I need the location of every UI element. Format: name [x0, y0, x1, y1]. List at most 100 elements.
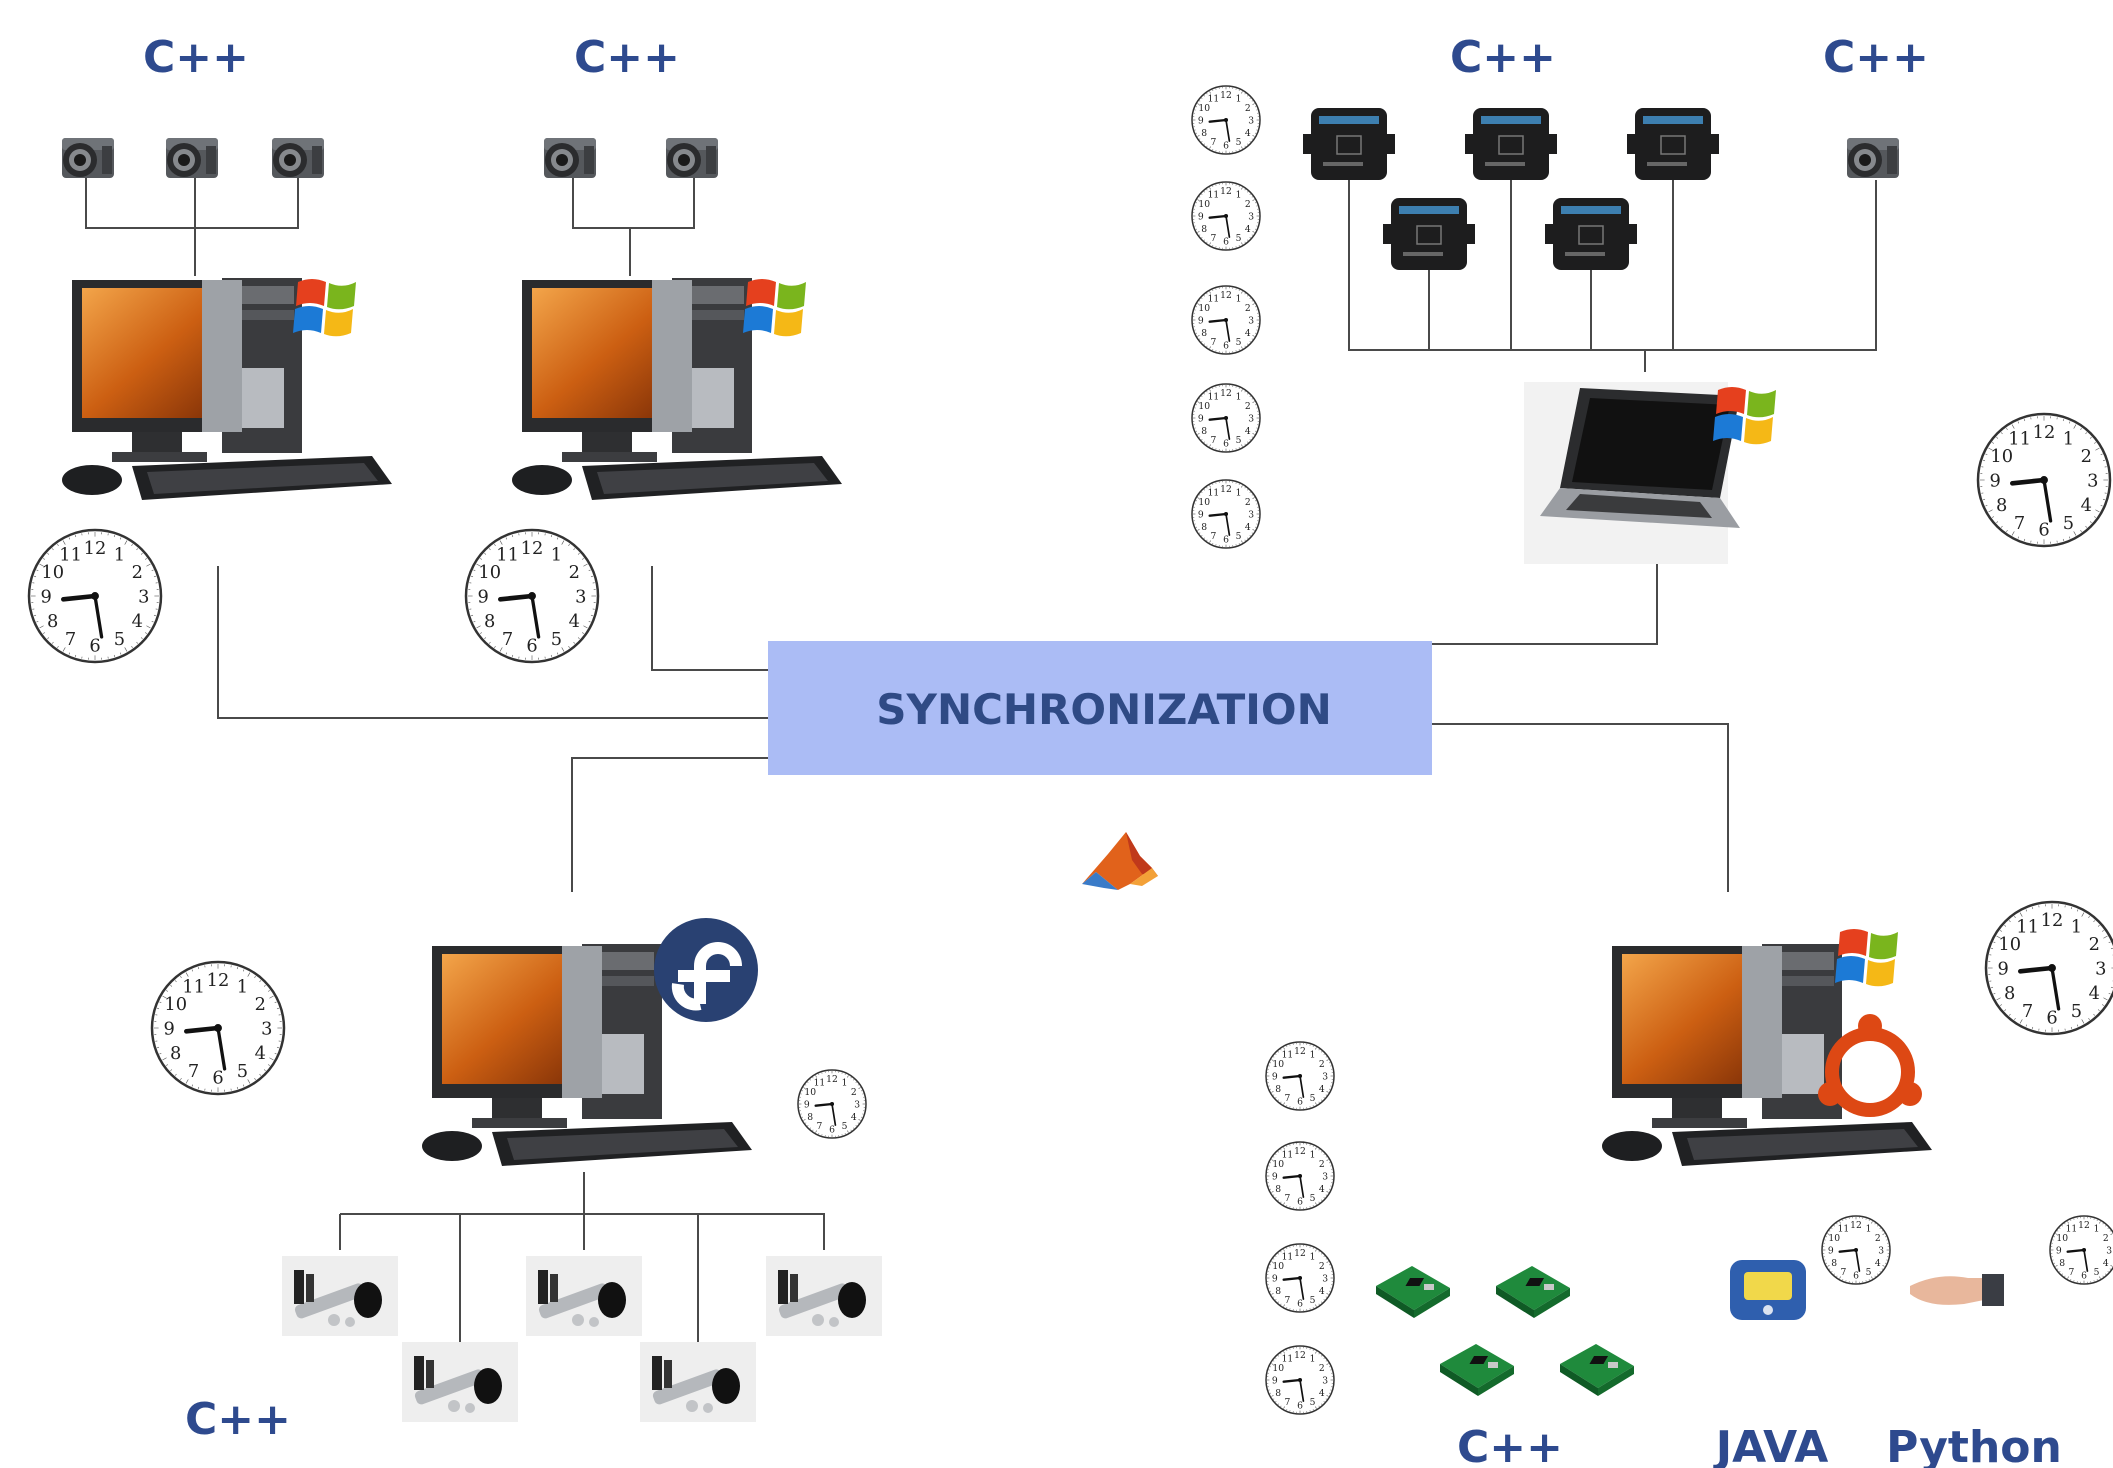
clock-number: 4 — [1319, 1388, 1325, 1399]
laptop-windows-logo-icon — [1713, 387, 1776, 445]
clock-number: 9 — [1198, 115, 1204, 126]
clock-number: 9 — [40, 587, 51, 608]
clock-number: 12 — [2033, 422, 2056, 443]
pc2-language-label: C++ — [574, 32, 680, 83]
clock-number: 4 — [851, 1112, 857, 1123]
clock-number: 6 — [2038, 519, 2049, 540]
clock-number: 5 — [1310, 1193, 1316, 1204]
clock-number: 7 — [1284, 1295, 1290, 1306]
clock-number: 3 — [575, 587, 586, 608]
clock-number: 9 — [804, 1099, 810, 1110]
clock-number: 2 — [255, 994, 266, 1015]
clock-number: 10 — [1198, 497, 1210, 508]
clock-number: 5 — [2071, 1001, 2082, 1022]
clock-number: 6 — [1297, 1299, 1303, 1310]
pc1-camera-1 — [62, 138, 114, 178]
clock-number: 2 — [1245, 401, 1251, 412]
clock-number: 4 — [569, 611, 580, 632]
microphone-5 — [640, 1342, 756, 1422]
clock-number: 1 — [1310, 1150, 1316, 1161]
clock-number: 12 — [1294, 1046, 1306, 1057]
clock-number: 7 — [65, 629, 76, 650]
clock-number: 1 — [1236, 94, 1242, 105]
clock-number: 3 — [1878, 1245, 1884, 1256]
clock-number: 2 — [1245, 497, 1251, 508]
clock-number: 5 — [1866, 1267, 1872, 1278]
pc2-windows-logo-icon — [743, 279, 806, 337]
clock-number: 7 — [2022, 1001, 2033, 1022]
clock-number: 8 — [1275, 1084, 1281, 1095]
clock-number: 4 — [2081, 495, 2092, 516]
clock-number: 7 — [1210, 435, 1216, 446]
clock-number: 8 — [1201, 426, 1207, 437]
clock-number: 12 — [1220, 290, 1232, 301]
clock-number: 10 — [478, 562, 501, 583]
clock-number: 8 — [1275, 1286, 1281, 1297]
clock-number: 3 — [138, 587, 149, 608]
microphone-4 — [402, 1342, 518, 1422]
clock-number: 6 — [1297, 1197, 1303, 1208]
clock-number: 11 — [1208, 488, 1220, 499]
clock-number: 8 — [170, 1043, 181, 1064]
clock-number: 7 — [1840, 1267, 1846, 1278]
clock-number: 2 — [2081, 446, 2092, 467]
camera-language-label: C++ — [1823, 32, 1929, 83]
clock-number: 1 — [1236, 294, 1242, 305]
boards-language-label: C++ — [1457, 1422, 1563, 1468]
clock-number: 3 — [2106, 1245, 2112, 1256]
pc1-camera-3 — [272, 138, 324, 178]
clock-number: 11 — [1208, 94, 1220, 105]
clock-number: 1 — [114, 544, 125, 565]
clock-number: 6 — [2046, 1007, 2057, 1028]
clock-number: 10 — [1198, 401, 1210, 412]
clock-number: 9 — [477, 587, 488, 608]
clock-number: 11 — [59, 544, 82, 565]
matlab-logo-icon — [1082, 832, 1158, 890]
pc1-desktop-computer — [62, 278, 392, 500]
clock-number: 11 — [2016, 916, 2039, 937]
clock-number: 12 — [1294, 1146, 1306, 1157]
clock-number: 8 — [1996, 495, 2007, 516]
clock-number: 7 — [1284, 1193, 1290, 1204]
clock-number: 4 — [2103, 1258, 2109, 1269]
clock-number: 4 — [1245, 522, 1251, 533]
clock-number: 2 — [1319, 1363, 1325, 1374]
clock-number: 8 — [484, 611, 495, 632]
imu-language-label: C++ — [1450, 32, 1556, 83]
clock-number: 9 — [163, 1019, 174, 1040]
imu-sensor-5 — [1544, 197, 1638, 271]
clock-number: 3 — [1248, 211, 1254, 222]
clock-number: 4 — [1245, 328, 1251, 339]
clock-number: 5 — [1236, 531, 1242, 542]
wearable-device-icon — [1730, 1260, 1806, 1320]
clock-number: 11 — [1208, 190, 1220, 201]
clock-number: 10 — [1272, 1261, 1284, 1272]
clock-number: 5 — [551, 629, 562, 650]
microphone-3 — [766, 1256, 882, 1336]
clock-number: 1 — [1310, 1252, 1316, 1263]
python-label: Python — [1886, 1422, 2062, 1468]
clock-number: 5 — [1236, 337, 1242, 348]
clock-number: 5 — [1310, 1093, 1316, 1104]
clock-number: 6 — [2081, 1271, 2087, 1282]
clock-number: 10 — [1272, 1059, 1284, 1070]
clock-number: 1 — [2071, 916, 2082, 937]
clock-number: 4 — [2089, 983, 2100, 1004]
clock-number: 8 — [807, 1112, 813, 1123]
clock-number: 3 — [2087, 471, 2098, 492]
clock-number: 1 — [1236, 392, 1242, 403]
clock-number: 11 — [1282, 1354, 1294, 1365]
clock-number: 10 — [1998, 934, 2021, 955]
clock-number: 7 — [2068, 1267, 2074, 1278]
clock-number: 10 — [804, 1087, 816, 1098]
clock-number: 4 — [255, 1043, 266, 1064]
